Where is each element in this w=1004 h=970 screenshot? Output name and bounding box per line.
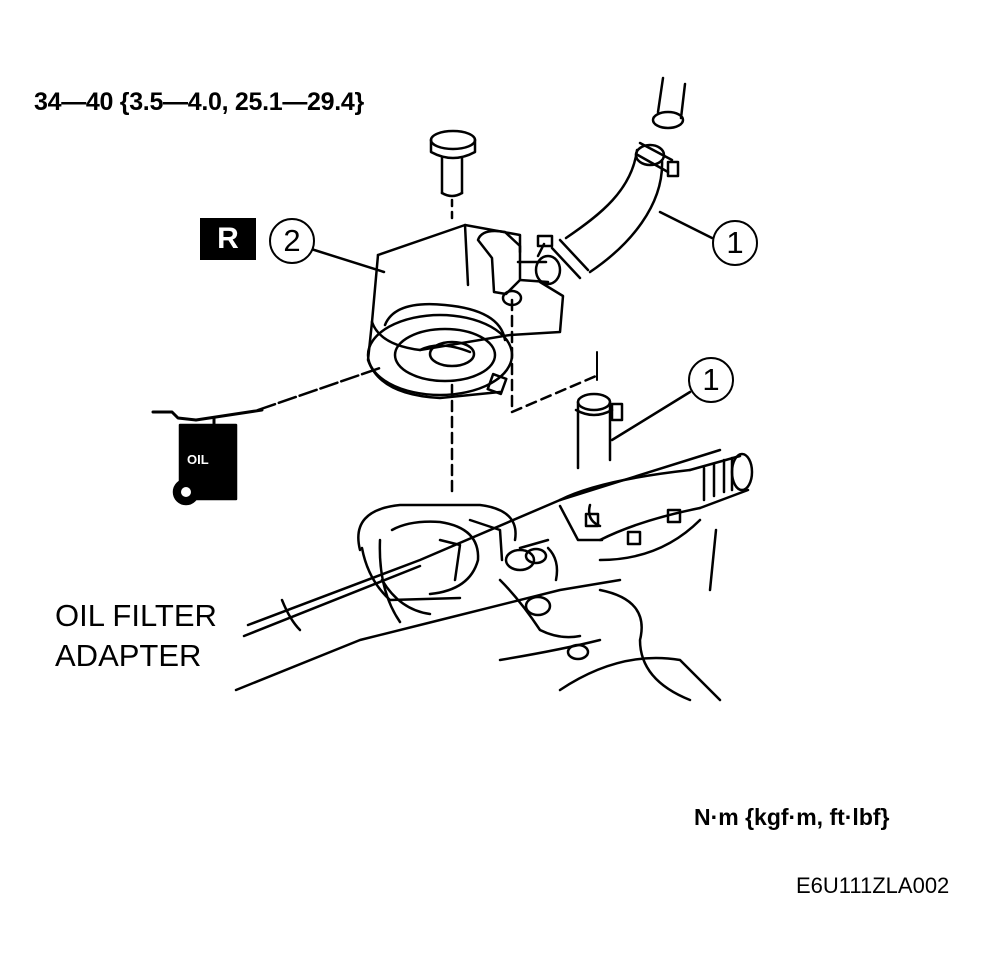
oil-cooler-body bbox=[366, 223, 565, 400]
oil-can-icon bbox=[151, 408, 264, 506]
block-bolts bbox=[498, 538, 590, 661]
water-pipe-assembly bbox=[558, 452, 754, 592]
mounting-bolt bbox=[429, 129, 477, 224]
leader-oil-cooler bbox=[306, 246, 386, 274]
replace-part-badge: R bbox=[200, 218, 256, 260]
coolant-hose-upper bbox=[536, 141, 680, 280]
lower-pipe-stub bbox=[574, 392, 624, 470]
callout-hose-upper: 1 bbox=[712, 220, 758, 266]
oil-filter-adapter-line1: OIL FILTER bbox=[55, 598, 217, 633]
torque-specification: 34—40 {3.5—4.0, 25.1—29.4} bbox=[34, 88, 364, 116]
leader-hose-upper bbox=[658, 210, 714, 240]
upper-pipe-stub bbox=[651, 76, 687, 130]
leader-hose-lower bbox=[610, 390, 692, 442]
figure-code: E6U111ZLA002 bbox=[796, 873, 950, 898]
callout-oil-cooler: 2 bbox=[269, 218, 315, 264]
callout-hose-lower: 1 bbox=[688, 357, 734, 403]
torque-units: N·m {kgf·m, ft·lbf} bbox=[694, 804, 890, 830]
leader-oil-filter-adapter bbox=[242, 564, 422, 638]
oil-can-label: OIL bbox=[187, 452, 209, 467]
oil-filter-adapter-label: OIL FILTER ADAPTER bbox=[55, 596, 217, 676]
leader-oil-can bbox=[256, 366, 382, 412]
oil-filter-adapter-line2: ADAPTER bbox=[55, 638, 202, 673]
alignment-lines bbox=[450, 298, 598, 494]
oil-filter-adapter-base bbox=[234, 448, 722, 702]
